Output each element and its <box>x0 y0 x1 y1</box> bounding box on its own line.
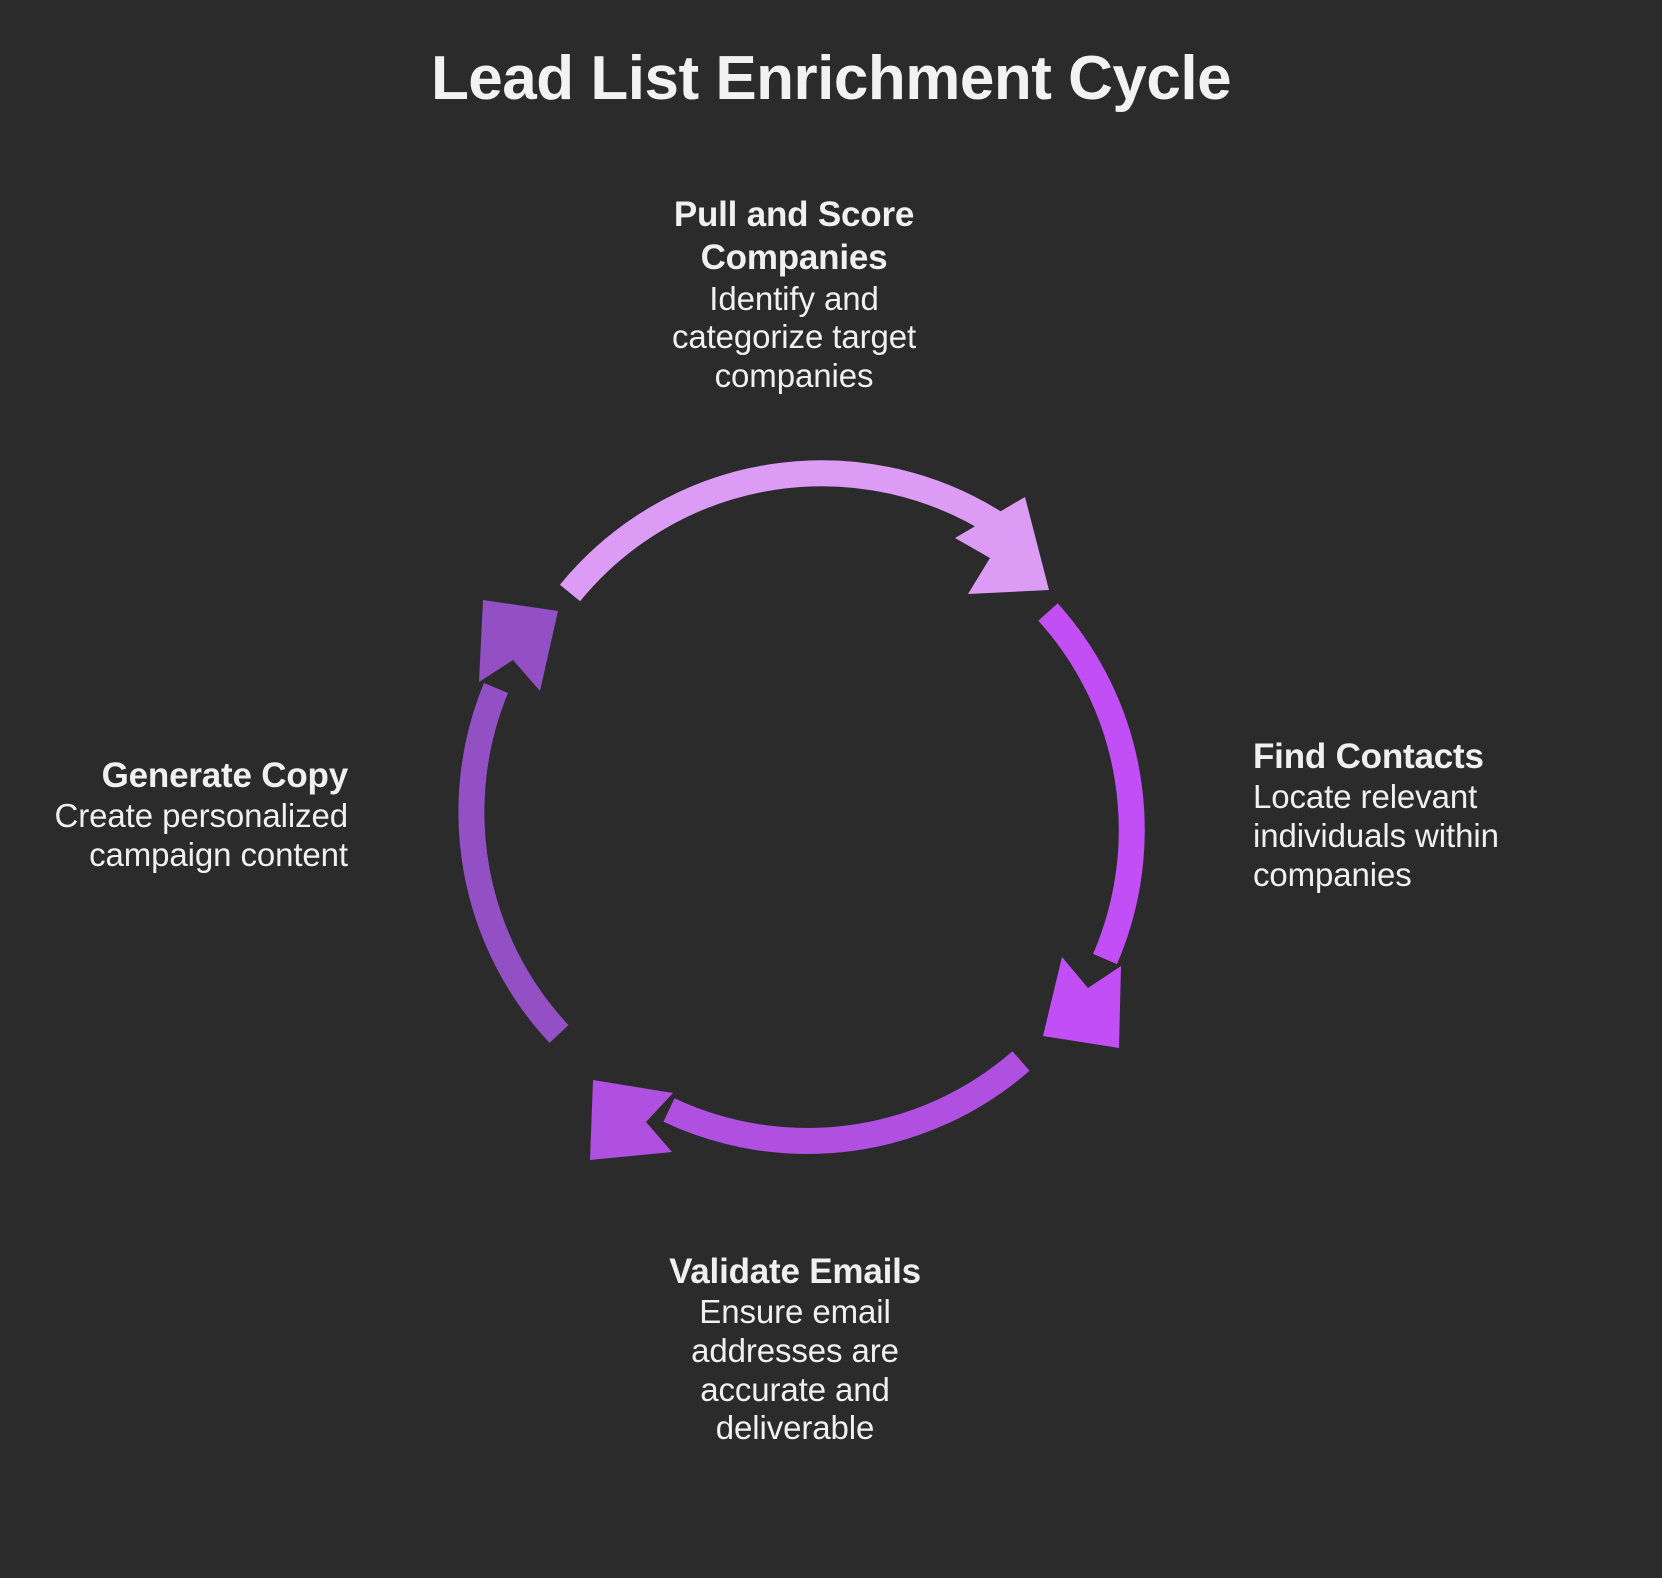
cycle-arrow-1-arc <box>559 460 1009 602</box>
cycle-step-right-description: Locate relevant individuals within compa… <box>1253 778 1499 893</box>
cycle-arrow-1 <box>559 460 1049 602</box>
cycle-step-bottom: Validate Emails Ensure email addresses a… <box>633 1250 957 1448</box>
cycle-arrow-1-head <box>955 497 1049 594</box>
cycle-step-top-title: Pull and Score Companies <box>673 195 915 278</box>
cycle-step-right: Find Contacts Locate relevant individual… <box>1253 735 1563 894</box>
cycle-arrow-3 <box>590 1051 1030 1160</box>
page-title: Lead List Enrichment Cycle <box>430 44 1232 113</box>
cycle-step-top-description: Identify and categorize target companies <box>671 279 917 394</box>
cycle-arrow-2-arc <box>1038 603 1145 965</box>
cycle-arrow-3-head <box>590 1080 673 1160</box>
cycle-arrow-4 <box>458 600 569 1043</box>
cycle-step-bottom-description: Ensure email addresses are accurate and … <box>691 1293 899 1447</box>
cycle-arrow-2-head <box>1043 957 1121 1048</box>
cycle-arrow-2 <box>1038 603 1145 1048</box>
cycle-step-bottom-title: Validate Emails <box>669 1252 921 1291</box>
cycle-arrow-4-head <box>479 600 558 691</box>
cycle-step-left: Generate Copy Create personalized campai… <box>40 754 349 875</box>
cycle-arrow-3-arc <box>663 1051 1030 1154</box>
cycle-step-left-description: Create personalized campaign content <box>54 797 349 873</box>
cycle-step-top: Pull and Score Companies Identify and ca… <box>631 193 957 396</box>
cycle-step-left-title: Generate Copy <box>101 756 349 795</box>
cycle-step-right-title: Find Contacts <box>1253 737 1484 776</box>
cycle-arrow-4-arc <box>458 683 569 1043</box>
